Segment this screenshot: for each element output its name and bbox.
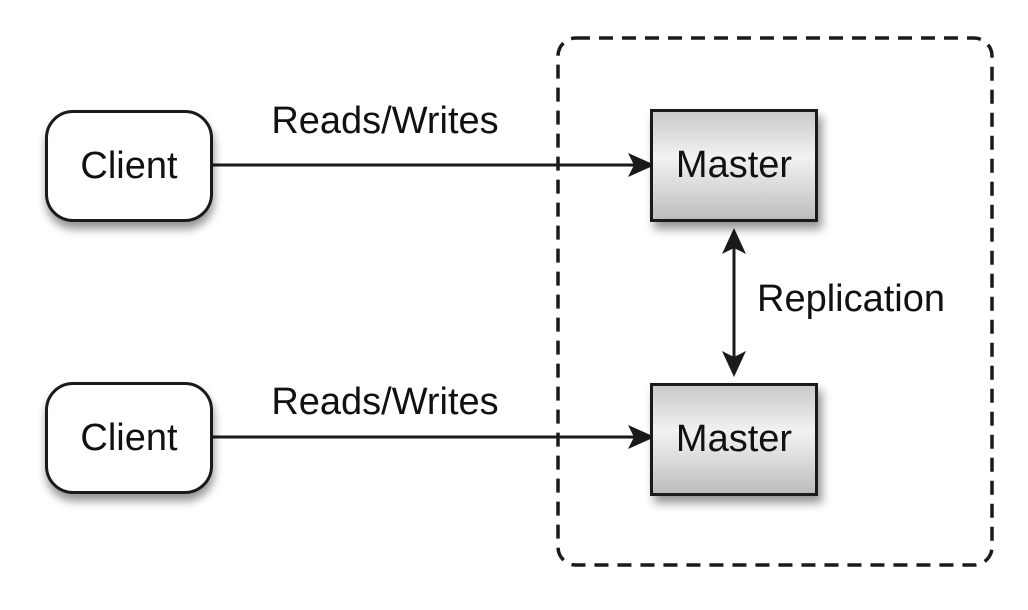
reads-writes-arrow-top-arrowhead-icon: [628, 153, 655, 177]
replication-arrow-down-arrowhead-icon: [722, 351, 746, 377]
client-node-bottom-label: Client: [80, 416, 178, 459]
client-node-bottom: Client: [45, 382, 213, 494]
master-node-bottom-label: Master: [675, 418, 793, 460]
reads-writes-label-top: Reads/Writes: [271, 100, 499, 142]
replication-arrow-up-arrowhead-icon: [722, 228, 746, 254]
client-node-top: Client: [45, 110, 213, 222]
master-node-top: Master: [650, 109, 818, 222]
master-node-bottom: Master: [650, 383, 818, 496]
reads-writes-arrow-bottom-arrowhead-icon: [628, 425, 655, 449]
reads-writes-label-bottom: Reads/Writes: [271, 381, 499, 423]
replication-label: Replication: [757, 278, 945, 320]
replication-group-dashed-border: [556, 36, 994, 567]
client-node-top-label: Client: [80, 144, 178, 187]
master-node-top-label: Master: [675, 144, 793, 186]
